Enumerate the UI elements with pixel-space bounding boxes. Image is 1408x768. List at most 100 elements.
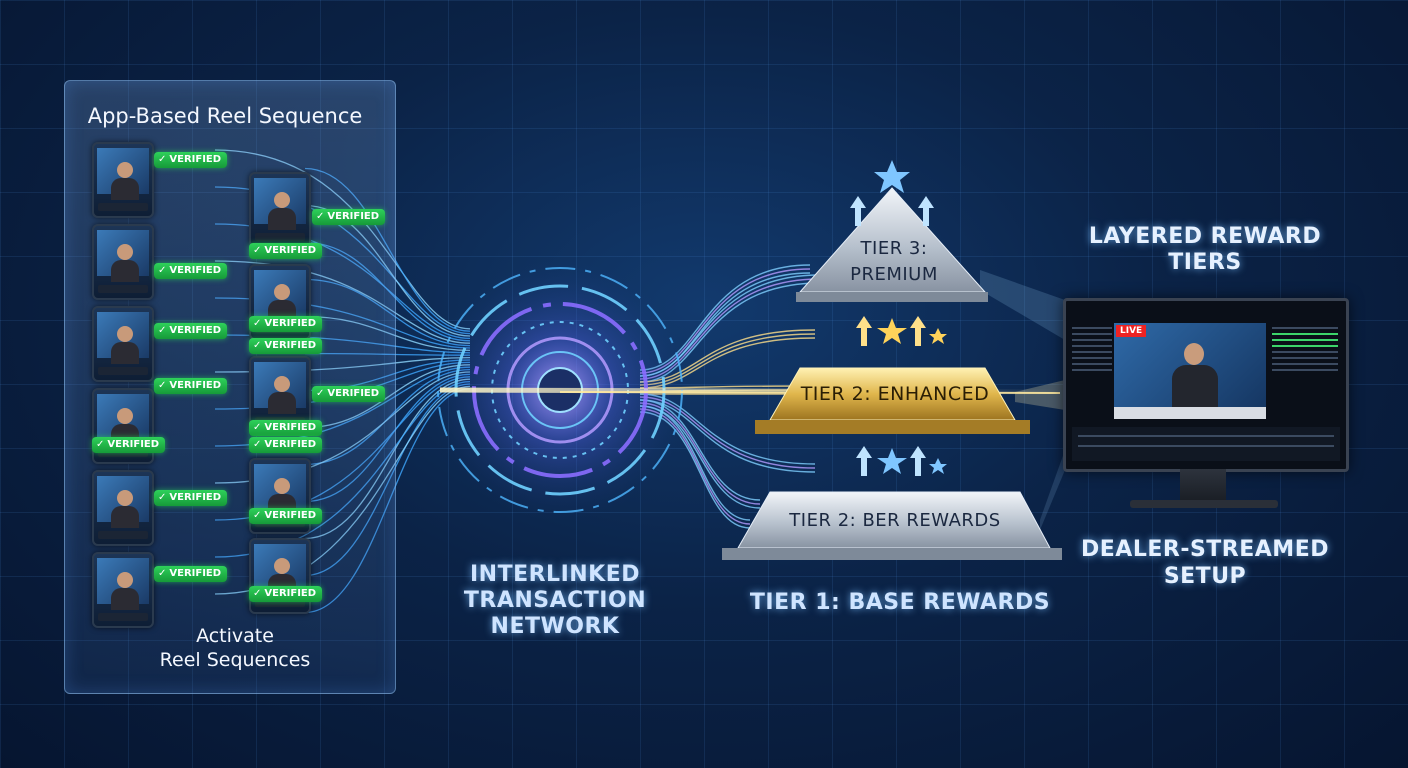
phone-screen: [254, 178, 306, 224]
host-body: [111, 260, 139, 282]
phone-controls: [98, 367, 148, 375]
host-body: [268, 208, 296, 230]
light-beam: [1040, 450, 1065, 530]
phone-screen: [254, 464, 306, 510]
verified-text: VERIFIED: [169, 492, 221, 503]
verified-text: VERIFIED: [264, 588, 316, 599]
dealer-avatar: [1184, 343, 1204, 365]
tier2-rewards-label: TIER 2: BER REWARDS: [750, 510, 1040, 531]
verified-text: VERIFIED: [327, 388, 379, 399]
host-avatar: [274, 558, 290, 574]
phone-screen: [254, 544, 306, 590]
reel-phone[interactable]: [92, 552, 154, 628]
host-avatar: [117, 408, 133, 424]
panel-footer[interactable]: Activate Reel Sequences: [115, 624, 355, 672]
verified-badge: ✓VERIFIED: [249, 508, 322, 524]
reel-phone[interactable]: [92, 470, 154, 546]
host-body: [268, 392, 296, 414]
monitor-bottom-panel: [1072, 427, 1340, 461]
host-body: [111, 178, 139, 200]
check-icon: ✓: [253, 243, 261, 259]
phone-controls: [98, 285, 148, 293]
check-icon: ✓: [253, 316, 261, 332]
verified-badge: ✓VERIFIED: [249, 243, 322, 259]
monitor-stats: [1272, 323, 1338, 419]
host-avatar: [274, 284, 290, 300]
check-icon: ✓: [253, 508, 261, 524]
verified-text: VERIFIED: [169, 325, 221, 336]
host-avatar: [117, 490, 133, 506]
host-body: [111, 506, 139, 528]
verified-text: VERIFIED: [169, 380, 221, 391]
verified-badge: ✓VERIFIED: [154, 323, 227, 339]
light-beam: [980, 270, 1065, 340]
reel-phone[interactable]: [249, 538, 311, 614]
phone-screen: [97, 148, 149, 194]
phone-screen: [97, 230, 149, 276]
monitor-sidebar: [1072, 323, 1112, 419]
check-icon: ✓: [158, 323, 166, 339]
live-badge: LIVE: [1116, 325, 1146, 337]
live-video[interactable]: LIVE: [1114, 323, 1266, 419]
verified-text: VERIFIED: [264, 439, 316, 450]
verified-badge: ✓VERIFIED: [92, 437, 165, 453]
verified-badge: ✓VERIFIED: [249, 420, 322, 436]
check-icon: ✓: [158, 263, 166, 279]
verified-text: VERIFIED: [264, 340, 316, 351]
phone-controls: [98, 203, 148, 211]
layered-tiers-label: LAYERED REWARD TIERS: [1070, 224, 1340, 276]
reel-phone[interactable]: [92, 142, 154, 218]
phone-screen: [254, 362, 306, 408]
verified-badge: ✓VERIFIED: [154, 490, 227, 506]
check-icon: ✓: [158, 490, 166, 506]
dealer-monitor: LIVE: [1063, 298, 1349, 472]
verified-text: VERIFIED: [169, 568, 221, 579]
verified-badge: ✓VERIFIED: [312, 386, 385, 402]
phone-controls: [255, 233, 305, 241]
host-avatar: [117, 162, 133, 178]
dealer-body: [1172, 365, 1218, 409]
verified-badge: ✓VERIFIED: [249, 586, 322, 602]
verified-badge: ✓VERIFIED: [312, 209, 385, 225]
desk: [1114, 407, 1266, 419]
verified-text: VERIFIED: [264, 318, 316, 329]
activate-label: Activate Reel Sequences: [160, 625, 311, 671]
reel-phone[interactable]: [249, 172, 311, 248]
verified-badge: ✓VERIFIED: [154, 378, 227, 394]
phone-screen: [254, 270, 306, 316]
panel-title: App-Based Reel Sequence: [0, 104, 450, 128]
phone-controls: [98, 531, 148, 539]
reel-phone[interactable]: [92, 224, 154, 300]
check-icon: ✓: [253, 420, 261, 436]
verified-badge: ✓VERIFIED: [154, 566, 227, 582]
verified-badge: ✓VERIFIED: [249, 338, 322, 354]
verified-text: VERIFIED: [264, 422, 316, 433]
host-avatar: [117, 326, 133, 342]
light-beam: [1015, 380, 1065, 410]
verified-text: VERIFIED: [264, 510, 316, 521]
phone-screen: [97, 394, 149, 440]
verified-text: VERIFIED: [169, 154, 221, 165]
verified-badge: ✓VERIFIED: [249, 316, 322, 332]
monitor-base: [1130, 500, 1278, 508]
host-avatar: [274, 376, 290, 392]
verified-text: VERIFIED: [327, 211, 379, 222]
phone-screen: [97, 312, 149, 358]
verified-badge: ✓VERIFIED: [249, 437, 322, 453]
check-icon: ✓: [253, 437, 261, 453]
phone-screen: [97, 558, 149, 604]
verified-text: VERIFIED: [264, 245, 316, 256]
check-icon: ✓: [316, 386, 324, 402]
check-icon: ✓: [253, 586, 261, 602]
host-avatar: [117, 244, 133, 260]
verified-text: VERIFIED: [107, 439, 159, 450]
check-icon: ✓: [158, 378, 166, 394]
host-body: [111, 342, 139, 364]
reel-phone[interactable]: [92, 306, 154, 382]
check-icon: ✓: [158, 566, 166, 582]
host-avatar: [274, 478, 290, 494]
tier3-label: TIER 3: PREMIUM: [806, 236, 982, 288]
check-icon: ✓: [96, 437, 104, 453]
network-label: INTERLINKED TRANSACTION NETWORK: [440, 562, 670, 640]
dealer-setup-label: DEALER-STREAMED SETUP: [1070, 536, 1340, 590]
